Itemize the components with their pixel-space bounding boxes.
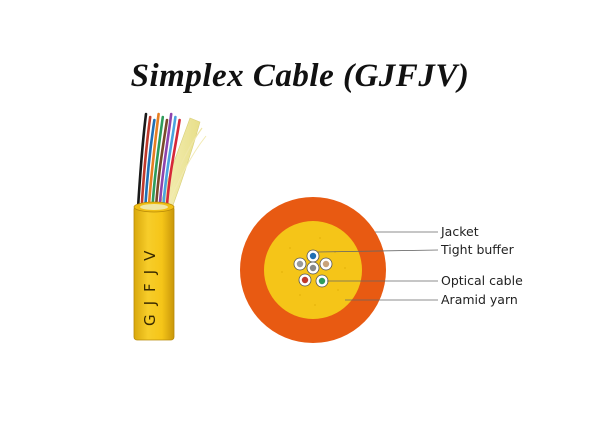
tight-buffer-fibers <box>293 249 333 288</box>
label-jacket: Jacket <box>441 224 479 239</box>
fiber-strand <box>140 115 152 210</box>
optical-fibers <box>136 112 181 210</box>
cable-side-view <box>133 112 207 341</box>
label-tight-buffer: Tight buffer <box>441 242 514 257</box>
fiber-strand <box>161 115 177 210</box>
fiber-strand <box>136 112 148 210</box>
fiber-strand <box>151 115 165 210</box>
label-aramid-yarn: Aramid yarn <box>441 292 518 307</box>
fiber-strand <box>158 112 173 210</box>
label-optical-cable: Optical cable <box>441 273 523 288</box>
fiber-strand <box>143 118 156 210</box>
diagram-title: Simplex Cable (GJFJV) <box>130 58 470 94</box>
fiber-strand <box>147 112 160 210</box>
fiber-strand <box>165 118 181 210</box>
leader-tight-buffer <box>317 249 439 253</box>
fiber-strand <box>154 118 169 210</box>
